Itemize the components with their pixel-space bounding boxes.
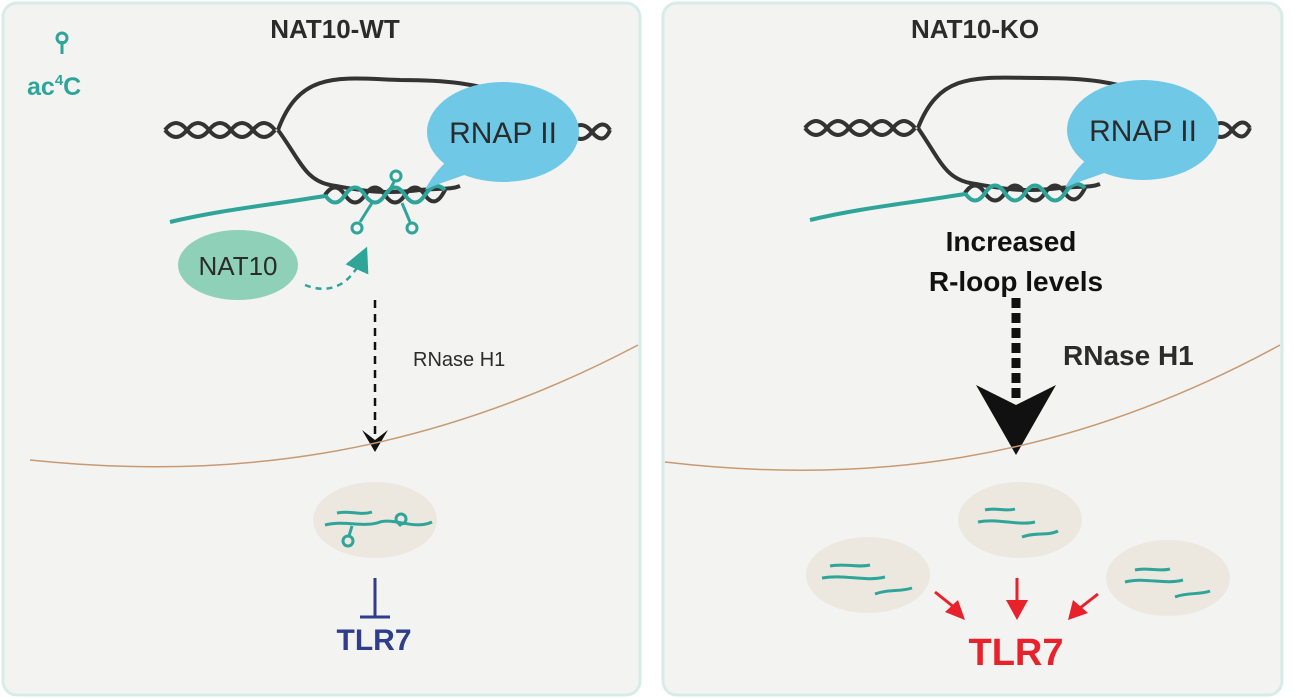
ac4c-marker-icon — [55, 31, 69, 54]
cytoplasmic-vesicle — [313, 482, 437, 558]
rnap-ii: RNAP II — [425, 82, 579, 190]
panel-title: NAT10-KO — [911, 14, 1039, 44]
acetylation-arrow — [304, 246, 369, 290]
nascent-rna — [809, 192, 966, 222]
ac4c-label-superscript: 4 — [55, 72, 64, 89]
rnap-ii: RNAP II — [1065, 80, 1219, 188]
ac4c-label-base: ac — [27, 73, 55, 101]
ac4c-marks — [350, 169, 419, 235]
r-loop-hybrid — [169, 184, 447, 224]
cytoplasmic-vesicle — [1106, 540, 1230, 616]
nat10-enzyme: NAT10 — [178, 230, 298, 300]
inhibition-symbol — [360, 578, 390, 619]
nascent-rna — [169, 194, 326, 224]
panel-title: NAT10-WT — [270, 14, 400, 44]
r-loop-hybrid — [809, 182, 1087, 222]
nuclear-membrane — [664, 344, 1281, 472]
rnase-h1-arrow — [362, 300, 388, 452]
ac4c-legend-label: ac4C — [27, 72, 81, 101]
nat10-label: NAT10 — [199, 251, 278, 281]
rnap-ii-label: RNAP II — [449, 117, 557, 150]
r-loop-label-line1: Increased — [946, 226, 1077, 257]
tlr7-output: TLR7 — [969, 632, 1064, 674]
tlr7-output: TLR7 — [337, 624, 412, 657]
rnase-h1-arrow — [976, 298, 1056, 455]
ac4c-label-tail: C — [63, 73, 81, 101]
r-loop-label-line2: R-loop levels — [929, 266, 1103, 297]
activation-arrows — [934, 578, 1099, 620]
rnase-h1-label: RNase H1 — [413, 349, 505, 371]
cytoplasmic-vesicle — [806, 537, 930, 613]
panel-nat10-ko: NAT10-KO RNAP II Increased R-loop levels — [661, 1, 1284, 697]
rnap-ii-label: RNAP II — [1089, 115, 1197, 148]
nuclear-membrane — [29, 344, 639, 468]
rnase-h1-label: RNase H1 — [1063, 340, 1194, 371]
ac4c-legend: ac4C — [27, 31, 81, 101]
panel-nat10-wt: NAT10-WT ac4C — [1, 1, 642, 697]
cytoplasmic-vesicle — [958, 482, 1082, 558]
